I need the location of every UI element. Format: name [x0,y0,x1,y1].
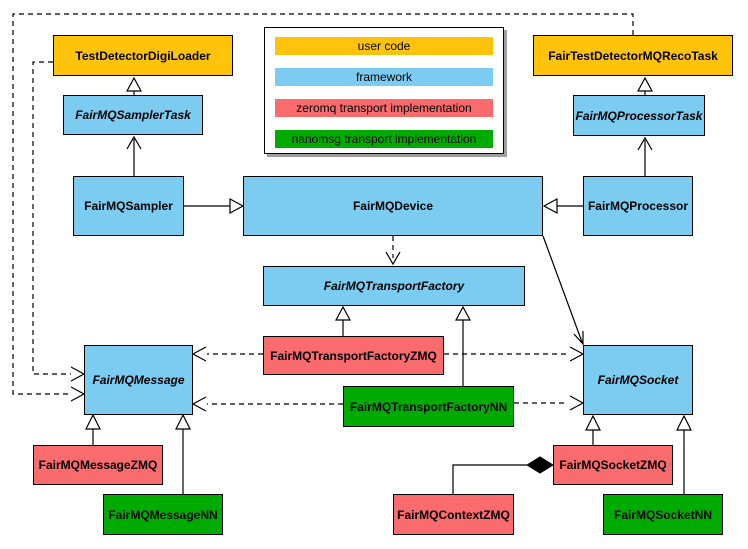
node-test-detector-digi-loader: TestDetectorDigiLoader [53,35,233,76]
edge-contextzmq-to-socketzmq [452,456,554,494]
node-label: TestDetectorDigiLoader [75,48,211,63]
edge-socketzmq-to-socket [585,414,601,445]
node-label: FairMQSampler [84,199,173,213]
node-fairmq-processor-task: FairMQProcessorTask [573,95,705,136]
edge-processor-to-processortask [637,136,653,176]
edge-socketnn-to-socket [676,414,692,494]
node-label: FairMQTransportFactory [323,279,465,293]
legend-label: framework [355,70,412,84]
node-label: FairMQTransportFactoryNN [349,399,508,414]
node-fairmq-message: FairMQMessage [84,345,193,415]
edge-samplertask-to-digiloader [125,76,143,95]
node-fairmq-context-zmq: FairMQContextZMQ [393,494,514,535]
edge-factorynn-to-message [191,396,343,412]
edge-device-to-transportfactory [385,236,401,266]
edge-factorynn-to-socket [514,395,585,411]
node-label: FairTestDetectorMQRecoTask [548,48,718,63]
node-label: FairMQSocketZMQ [559,458,667,472]
node-fairmq-socket-nn: FairMQSocketNN [603,494,723,535]
legend-label: zeromq transport implementation [296,101,472,115]
edge-factoryzmq-to-message [191,346,263,362]
legend-item-framework: framework [275,68,493,86]
node-fair-test-detector-mq-reco-task: FairTestDetectorMQRecoTask [533,35,733,76]
node-label: FairMQMessage [92,373,185,387]
node-fairmq-message-nn: FairMQMessageNN [103,494,223,535]
edge-factoryzmq-to-socket [444,346,585,362]
node-label: FairMQSocketNN [613,507,713,522]
legend-item-zeromq: zeromq transport implementation [275,99,493,117]
node-fairmq-sampler: FairMQSampler [73,176,184,236]
node-label: FairMQDevice [352,199,434,213]
edge-processor-to-device [542,197,583,215]
node-fairmq-transport-factory-zmq: FairMQTransportFactoryZMQ [263,336,444,375]
edge-device-to-socket [542,235,584,346]
legend-item-nanomsg: nanomsg transport implementation [275,130,493,148]
node-fairmq-socket-zmq: FairMQSocketZMQ [553,445,673,485]
edge-sampler-to-samplertask [126,135,142,176]
node-label: FairMQProcessor [587,199,689,213]
node-fairmq-processor: FairMQProcessor [583,176,693,236]
edge-factorynn-to-transportfactory [454,305,472,386]
node-fairmq-device: FairMQDevice [243,176,543,236]
node-fairmq-transport-factory: FairMQTransportFactory [263,266,525,306]
legend-label: nanomsg transport implementation [291,132,477,146]
legend-label: user code [357,39,411,53]
node-fairmq-socket: FairMQSocket [583,345,693,415]
node-fairmq-message-zmq: FairMQMessageZMQ [33,445,163,485]
edge-processortask-to-recotask [636,76,654,95]
node-fairmq-transport-factory-nn: FairMQTransportFactoryNN [343,386,514,427]
node-fairmq-sampler-task: FairMQSamplerTask [63,95,203,135]
node-label: FairMQMessageNN [108,507,218,522]
edge-sampler-to-device [184,197,245,215]
edge-messagenn-to-message [175,413,191,494]
legend: user code framework zeromq transport imp… [264,27,504,154]
node-label: FairMQContextZMQ [397,507,510,522]
node-label: FairMQProcessorTask [575,108,703,123]
node-label: FairMQSocket [597,373,679,387]
edge-messagezmq-to-message [85,413,101,445]
edge-factoryzmq-to-transportfactory [334,305,352,336]
node-label: FairMQTransportFactoryZMQ [270,348,437,363]
legend-item-user-code: user code [275,37,493,55]
node-label: FairMQSamplerTask [75,108,191,122]
node-label: FairMQMessageZMQ [38,458,158,472]
